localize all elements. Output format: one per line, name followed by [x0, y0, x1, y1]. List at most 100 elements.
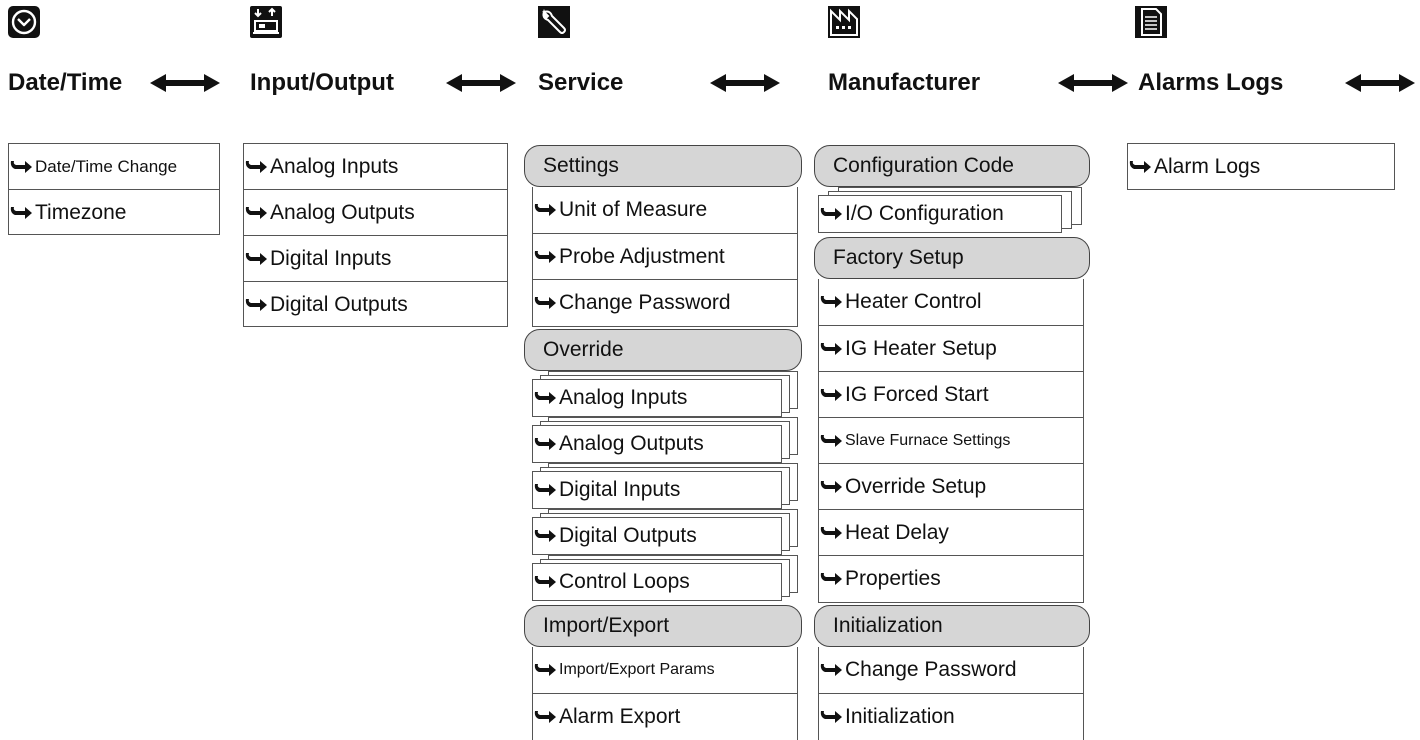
header-input-output[interactable]: Input/Output [250, 69, 394, 96]
menu-row[interactable]: Heat Delay [819, 509, 1083, 555]
menu-row[interactable]: Analog Inputs [532, 379, 782, 417]
menu-item-label: IG Forced Start [845, 383, 989, 406]
menu-row[interactable]: Digital Outputs [244, 281, 507, 327]
document-icon [1135, 6, 1167, 38]
alarms-logs-menu: Alarm Logs [1127, 143, 1395, 190]
arrow-right-icon [820, 389, 842, 401]
menu-item-label: I/O Configuration [845, 202, 1004, 225]
group-import-export[interactable]: Import/Export [524, 605, 802, 647]
arrow-right-icon [245, 161, 267, 173]
menu-row[interactable]: Alarm Logs [1128, 144, 1394, 190]
clock-icon [8, 6, 40, 38]
menu-item-label: Control Loops [559, 570, 690, 593]
arrow-right-icon [820, 573, 842, 585]
manufacturer-menu: Configuration Code I/O Configuration Fac… [814, 145, 1094, 740]
menu-row[interactable]: Probe Adjustment [533, 233, 797, 279]
group-override[interactable]: Override [524, 329, 802, 371]
menu-row[interactable]: Change Password [533, 279, 797, 325]
arrow-right-icon [534, 297, 556, 309]
arrow-right-icon [820, 664, 842, 676]
menu-item-label: Alarm Export [559, 705, 681, 728]
menu-row[interactable]: Digital Inputs [244, 235, 507, 281]
date-time-menu: Date/Time Change Timezone [8, 143, 220, 235]
menu-row[interactable]: Initialization [819, 693, 1083, 739]
menu-row[interactable]: IG Heater Setup [819, 325, 1083, 371]
menu-row[interactable]: Timezone [9, 189, 219, 235]
header-alarms-logs[interactable]: Alarms Logs [1138, 69, 1284, 96]
menu-row[interactable]: Slave Furnace Settings [819, 417, 1083, 463]
menu-row[interactable]: Analog Inputs [244, 144, 507, 190]
menu-item-label: Timezone [35, 201, 127, 224]
arrow-right-icon [820, 711, 842, 723]
menu-row[interactable]: Unit of Measure [533, 187, 797, 233]
menu-item-label: Change Password [845, 658, 1017, 681]
double-arrow-icon [150, 74, 220, 92]
double-arrow-icon [1345, 74, 1415, 92]
arrow-right-icon [820, 343, 842, 355]
menu-item-label: Heat Delay [845, 521, 949, 544]
header-service[interactable]: Service [538, 69, 624, 96]
arrow-right-icon [820, 208, 842, 220]
arrow-right-icon [1129, 161, 1151, 173]
double-arrow-icon [710, 74, 780, 92]
arrow-right-icon [534, 251, 556, 263]
menu-item-label: Analog Outputs [270, 201, 415, 224]
arrow-right-icon [534, 664, 556, 676]
menu-row[interactable]: Heater Control [819, 279, 1083, 325]
menu-item-label: Digital Inputs [270, 247, 392, 270]
settings-list: Unit of Measure Probe Adjustment Change … [532, 187, 798, 327]
double-arrow-icon [446, 74, 516, 92]
menu-item-label: Probe Adjustment [559, 245, 725, 268]
arrow-right-icon [820, 296, 842, 308]
menu-row[interactable]: IG Forced Start [819, 371, 1083, 417]
arrow-right-icon [820, 481, 842, 493]
menu-row[interactable]: Date/Time Change [9, 144, 219, 190]
group-factory-setup[interactable]: Factory Setup [814, 237, 1090, 279]
service-menu: Settings Unit of Measure Probe Adjustmen… [524, 145, 804, 740]
configuration-code-list: I/O Configuration [818, 187, 1088, 235]
menu-item-label: Unit of Measure [559, 198, 708, 221]
menu-row[interactable]: Override Setup [819, 463, 1083, 509]
double-arrow-icon [1058, 74, 1128, 92]
menu-item-label: Alarm Logs [1154, 155, 1261, 178]
arrow-right-icon [820, 527, 842, 539]
menu-row[interactable]: Control Loops [532, 563, 782, 601]
menu-item-label: Digital Outputs [559, 524, 697, 547]
import-export-list: Import/Export Params Alarm Export [532, 647, 798, 740]
menu-item-label: Analog Inputs [559, 386, 688, 409]
menu-row[interactable]: I/O Configuration [818, 195, 1062, 233]
menu-item-label: Date/Time Change [35, 157, 178, 176]
menu-row[interactable]: Change Password [819, 647, 1083, 693]
menu-row[interactable]: Analog Outputs [244, 189, 507, 235]
menu-row[interactable]: Import/Export Params [533, 647, 797, 693]
arrow-right-icon [534, 576, 556, 588]
menu-item-label: Analog Inputs [270, 155, 399, 178]
group-configuration-code[interactable]: Configuration Code [814, 145, 1090, 187]
menu-item-label: Digital Outputs [270, 293, 408, 316]
menu-row[interactable]: Alarm Export [533, 693, 797, 739]
menu-row[interactable]: Properties [819, 555, 1083, 601]
arrow-right-icon [245, 299, 267, 311]
arrow-right-icon [820, 435, 842, 447]
menu-item-label: Override Setup [845, 475, 987, 498]
initialization-list: Change Password Initialization [818, 647, 1084, 740]
menu-item-label: Change Password [559, 291, 731, 314]
arrow-right-icon [10, 207, 33, 219]
arrow-right-icon [534, 530, 556, 542]
arrow-right-icon [245, 207, 267, 219]
menu-item-label: Import/Export Params [559, 661, 715, 678]
header-date-time[interactable]: Date/Time [8, 69, 123, 96]
arrow-right-icon [245, 253, 267, 265]
menu-item-label: Slave Furnace Settings [845, 432, 1011, 449]
group-initialization[interactable]: Initialization [814, 605, 1090, 647]
menu-row[interactable]: Digital Outputs [532, 517, 782, 555]
menu-row[interactable]: Analog Outputs [532, 425, 782, 463]
group-settings[interactable]: Settings [524, 145, 802, 187]
input-output-icon [250, 6, 282, 38]
arrow-right-icon [534, 204, 556, 216]
menu-item-label: Digital Inputs [559, 478, 681, 501]
wrench-icon [538, 6, 570, 38]
header-manufacturer[interactable]: Manufacturer [828, 69, 981, 96]
menu-item-label: Initialization [845, 705, 955, 728]
menu-row[interactable]: Digital Inputs [532, 471, 782, 509]
